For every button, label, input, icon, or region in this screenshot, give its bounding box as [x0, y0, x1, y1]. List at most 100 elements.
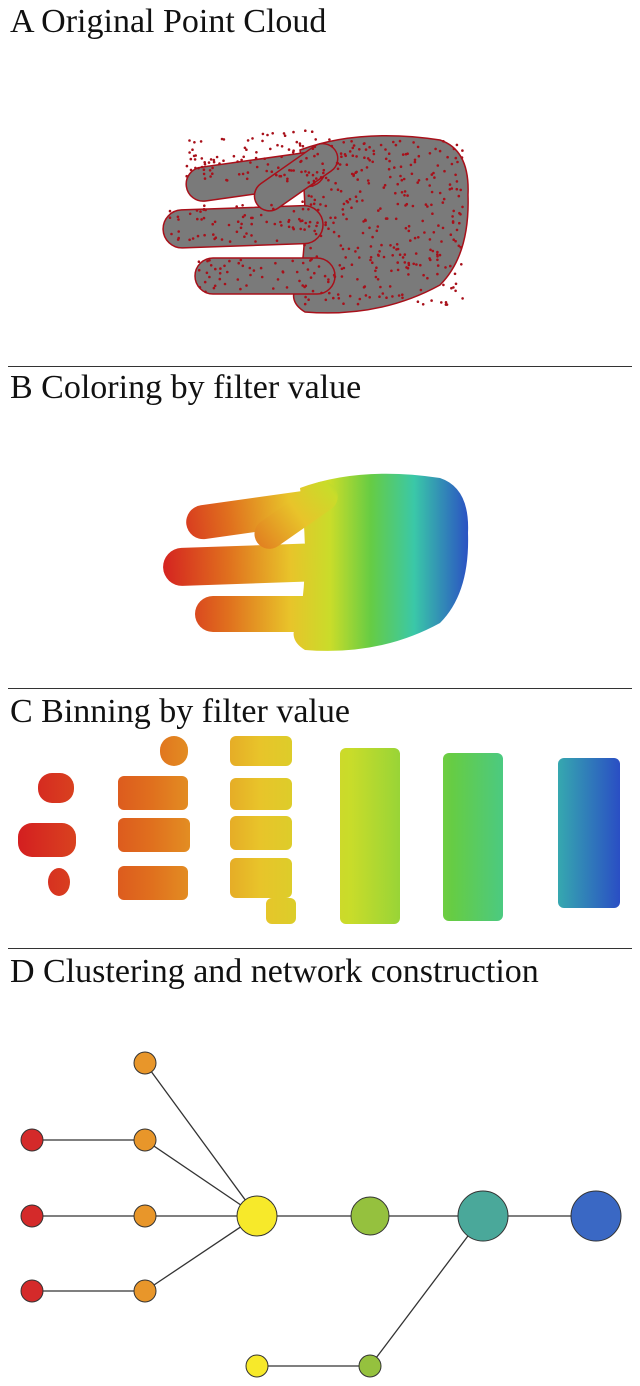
point-cloud-dot [433, 176, 436, 179]
point-cloud-dot [291, 259, 295, 263]
point-cloud-dot [212, 158, 216, 162]
point-cloud-dot [211, 222, 214, 226]
point-cloud-dot [362, 220, 365, 223]
point-cloud-dot [311, 184, 314, 187]
point-cloud-dot [368, 226, 371, 230]
point-cloud-dot [340, 155, 343, 158]
point-cloud-dot [355, 170, 358, 174]
point-cloud-dot [407, 273, 410, 276]
point-cloud-dot [374, 275, 378, 279]
point-cloud-dot [402, 177, 406, 181]
point-cloud-dot [191, 148, 194, 151]
point-cloud-dot [361, 231, 365, 235]
point-cloud-dot [437, 224, 440, 227]
point-cloud-dot [355, 155, 358, 158]
point-cloud-dot [428, 238, 432, 241]
point-cloud-dot [223, 264, 226, 268]
point-cloud-dot [378, 250, 381, 253]
point-cloud-dot [269, 147, 272, 151]
point-cloud-dot [432, 171, 435, 175]
point-cloud-dot [390, 269, 393, 273]
point-cloud-dot [265, 220, 269, 224]
point-cloud-dot [245, 177, 249, 181]
point-cloud-dot [419, 263, 422, 267]
point-cloud-dot [295, 270, 299, 274]
point-cloud-dot [241, 172, 245, 176]
point-cloud-dot [315, 255, 319, 258]
point-cloud-dot [412, 262, 416, 266]
point-cloud-dot [292, 130, 295, 134]
point-cloud-dot [375, 229, 379, 233]
point-cloud-dot [300, 170, 303, 174]
point-cloud-dot [243, 235, 246, 238]
point-cloud-dot [193, 141, 196, 144]
point-cloud-dot [235, 205, 238, 208]
point-cloud-dot [341, 247, 345, 251]
point-cloud-dot [342, 266, 346, 270]
point-cloud-dot [340, 267, 344, 271]
point-cloud-dot [399, 165, 403, 168]
point-cloud-dot [448, 183, 452, 186]
point-cloud-dot [348, 197, 352, 201]
point-cloud-dot [311, 147, 315, 150]
divider-bc [8, 688, 632, 689]
point-cloud-dot [396, 202, 400, 206]
colored-hand [163, 473, 469, 651]
point-cloud-dot [360, 168, 364, 172]
point-cloud-dot [397, 294, 401, 297]
point-cloud-dot [225, 178, 228, 182]
point-cloud-dot [199, 140, 203, 143]
point-cloud-dot [192, 154, 196, 158]
point-cloud-dot [387, 167, 391, 171]
point-cloud-dot [307, 298, 310, 302]
point-cloud-dot [342, 302, 345, 306]
point-cloud-dot [259, 266, 263, 270]
point-cloud-dot [358, 297, 362, 301]
point-cloud-dot [330, 188, 333, 191]
point-cloud-dot [208, 259, 211, 262]
bin-slice-2 [118, 776, 188, 810]
point-cloud-dot [399, 174, 402, 178]
point-cloud-dot [345, 199, 349, 203]
point-cloud-dot [428, 152, 432, 155]
point-cloud-dot [249, 273, 252, 277]
point-cloud-dot [301, 284, 305, 287]
point-cloud-dot [340, 275, 344, 278]
point-cloud-dot [319, 203, 322, 206]
point-cloud-dot [211, 166, 214, 170]
point-cloud-dot [202, 216, 206, 220]
point-cloud-dot [415, 263, 418, 266]
point-cloud-dot [283, 134, 287, 137]
point-cloud-dot [299, 160, 302, 164]
point-cloud-dot [376, 253, 380, 257]
point-cloud-dot [323, 274, 327, 278]
point-cloud-dot [342, 213, 345, 216]
point-cloud-dot [454, 156, 458, 160]
point-cloud-dot [270, 203, 273, 207]
point-cloud-dot [416, 145, 420, 149]
point-cloud-dot [219, 267, 222, 270]
point-cloud-dot [286, 179, 289, 183]
edge-o-top-hub [144, 1062, 258, 1217]
point-cloud-dot [309, 276, 313, 279]
point-cloud-dot [393, 166, 396, 169]
point-cloud-dot [444, 303, 448, 306]
point-cloud-dot [389, 244, 392, 247]
point-cloud-dot [327, 178, 330, 182]
bin-slice-1 [38, 773, 74, 803]
panel-c: C Binning by filter value [0, 688, 640, 948]
point-cloud-dot [303, 243, 306, 247]
point-cloud-dot [324, 221, 328, 224]
point-cloud-dot [243, 146, 247, 150]
point-cloud-dot [354, 195, 358, 198]
point-cloud-dot [454, 239, 457, 243]
point-cloud-dot [452, 238, 456, 241]
point-cloud-dot [451, 220, 455, 223]
point-cloud-dot [460, 263, 463, 266]
bin-slice-4 [230, 858, 292, 898]
point-cloud-dot [407, 229, 411, 233]
node-g-low [358, 1354, 382, 1378]
point-cloud-dot [396, 182, 400, 186]
point-cloud-dot [222, 159, 225, 162]
point-cloud-dot [379, 285, 382, 289]
